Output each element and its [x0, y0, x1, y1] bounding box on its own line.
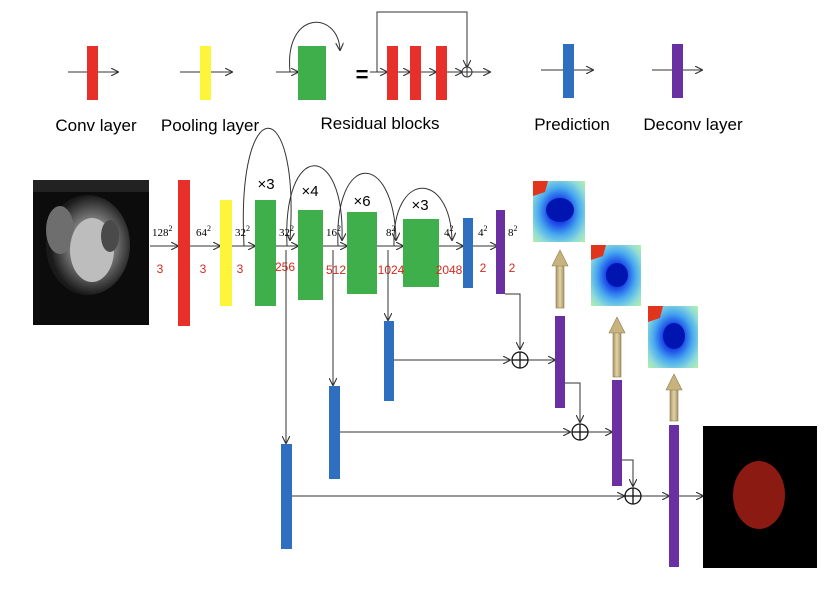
- deconv-layer-1: [555, 316, 565, 408]
- encoder-path: ×3 ×4 ×6 ×3 1282 642 322 322 162 82 42 4…: [150, 127, 518, 326]
- legend-prediction: Prediction: [534, 44, 610, 134]
- heatmap-1: [533, 181, 585, 242]
- dimension-labels: 1282 642 322 322 162 82 42 42 82: [152, 224, 518, 239]
- repeat-label-2: ×4: [301, 183, 318, 200]
- residual-block-2: [298, 210, 323, 300]
- repeat-label-4: ×3: [411, 197, 428, 214]
- res-conv-1: [387, 46, 398, 100]
- legend-residual: = Residual blocks: [276, 11, 490, 133]
- channel-label: 3: [237, 262, 244, 276]
- channel-label: 256: [275, 260, 295, 274]
- res-conv-2: [410, 46, 421, 100]
- input-mri-image: [33, 180, 149, 325]
- arrow-up-icon: [608, 316, 626, 378]
- channel-label: 2: [480, 261, 487, 275]
- equals-sign: =: [356, 62, 369, 87]
- residual-swatch: [298, 46, 326, 100]
- legend-deconv: Deconv layer: [643, 44, 743, 134]
- heatmap-3: [648, 306, 698, 368]
- circle-plus-icon: [511, 351, 529, 369]
- res-conv-3: [436, 46, 447, 100]
- skip-arc-4: [393, 187, 452, 247]
- conv-layer-1: [178, 180, 190, 326]
- circle-plus-icon: [461, 66, 473, 78]
- skip-arc-1: [242, 127, 291, 247]
- prediction-layer-32: [281, 444, 292, 549]
- legend: Conv layer Pooling layer =: [55, 11, 743, 135]
- deconv-swatch: [672, 44, 683, 98]
- legend-deconv-label: Deconv layer: [643, 115, 743, 134]
- dim-label: 42: [444, 224, 454, 239]
- dim-label: 642: [196, 224, 211, 239]
- heatmap-2: [591, 245, 641, 306]
- dim-label: 322: [235, 224, 250, 239]
- circle-plus-icon: [624, 487, 642, 505]
- repeat-label-3: ×6: [353, 193, 370, 210]
- prediction-layer-8: [384, 321, 394, 401]
- residual-block-3: [347, 212, 377, 294]
- dim-label: 322: [279, 224, 294, 239]
- dim-label: 1282: [152, 224, 173, 239]
- legend-pool: Pooling layer: [161, 46, 260, 135]
- dim-label: 162: [326, 224, 341, 239]
- legend-conv-label: Conv layer: [55, 116, 137, 135]
- residual-block-4: [403, 219, 439, 287]
- legend-residual-label: Residual blocks: [320, 114, 439, 133]
- residual-block-1: [255, 200, 276, 306]
- channel-label: 512: [326, 263, 346, 277]
- legend-pool-label: Pooling layer: [161, 116, 260, 135]
- legend-prediction-label: Prediction: [534, 115, 610, 134]
- dim-label: 82: [386, 224, 396, 239]
- prediction-layer-main: [463, 218, 473, 288]
- channel-label: 2: [509, 261, 516, 275]
- conv-swatch: [87, 46, 98, 100]
- deconv-layer-2: [612, 380, 622, 486]
- dim-label: 42: [478, 224, 488, 239]
- decoder-path: [281, 250, 703, 567]
- output-segmentation-mask: [703, 426, 817, 568]
- arrow-up-icon: [665, 373, 683, 422]
- deconv-layer-3: [669, 425, 679, 567]
- legend-conv: Conv layer: [55, 46, 137, 135]
- channel-labels: 3 3 3 256 512 1024 2048 2 2: [157, 260, 516, 277]
- channel-label: 3: [157, 262, 164, 276]
- prediction-swatch: [563, 44, 574, 98]
- skip-arc-3: [337, 172, 396, 247]
- dim-label: 82: [508, 224, 518, 239]
- pooling-layer-1: [220, 200, 232, 306]
- circle-plus-icon: [571, 423, 589, 441]
- deconv-layer-main: [496, 210, 505, 294]
- pool-swatch: [200, 46, 211, 100]
- upsample-arrows: [551, 249, 683, 422]
- repeat-label-1: ×3: [257, 176, 274, 193]
- prediction-layer-16: [329, 386, 340, 479]
- arrow-up-icon: [551, 249, 569, 309]
- channel-label: 1024: [378, 263, 405, 277]
- channel-label: 2048: [436, 263, 463, 277]
- channel-label: 3: [200, 262, 207, 276]
